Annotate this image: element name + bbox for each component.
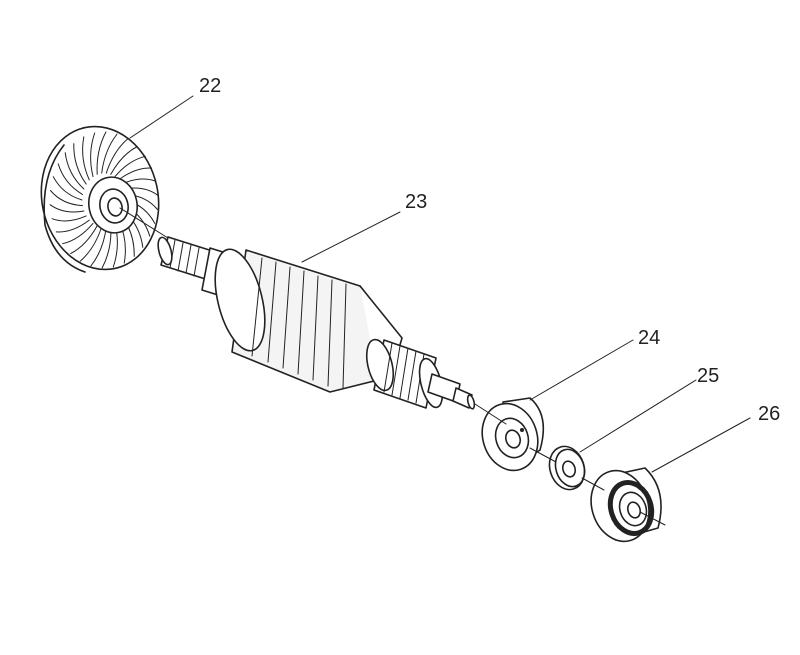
fan-blade [73, 143, 87, 185]
fan-blade [105, 138, 129, 174]
part-label-23: 23 [405, 191, 427, 213]
part-labels: 22 23 24 25 26 [199, 75, 780, 425]
fan-blade [52, 176, 83, 201]
part-label-25: 25 [697, 365, 719, 387]
fan-blade [49, 204, 85, 213]
part-label-24: 24 [638, 327, 660, 349]
fan-blade [70, 225, 98, 254]
fan-blade [90, 132, 96, 178]
fan-blade [118, 167, 153, 181]
fan-blade [101, 133, 118, 174]
armature-part [157, 236, 476, 410]
fan-blade [62, 222, 94, 245]
armature-slots [251, 257, 347, 389]
fan-blade [114, 155, 146, 178]
fan-blade [51, 215, 87, 222]
fan-blade [79, 226, 103, 262]
fan-blade [96, 131, 107, 175]
part-label-22: 22 [199, 75, 221, 97]
fan-blade [57, 163, 83, 195]
fan-blade [50, 190, 83, 207]
assembly-axis [119, 207, 666, 526]
bearing-large-part [590, 467, 662, 543]
fan-blade [55, 219, 90, 233]
bearing-small-part [481, 397, 545, 472]
washer-part [548, 445, 586, 491]
leader-lines [129, 95, 751, 473]
fan-blade [82, 136, 90, 181]
part-label-26: 26 [758, 403, 780, 425]
shaft-splines [169, 239, 200, 277]
fan-blade [110, 146, 138, 175]
fan-blade [64, 152, 85, 190]
fan-part [40, 125, 160, 273]
